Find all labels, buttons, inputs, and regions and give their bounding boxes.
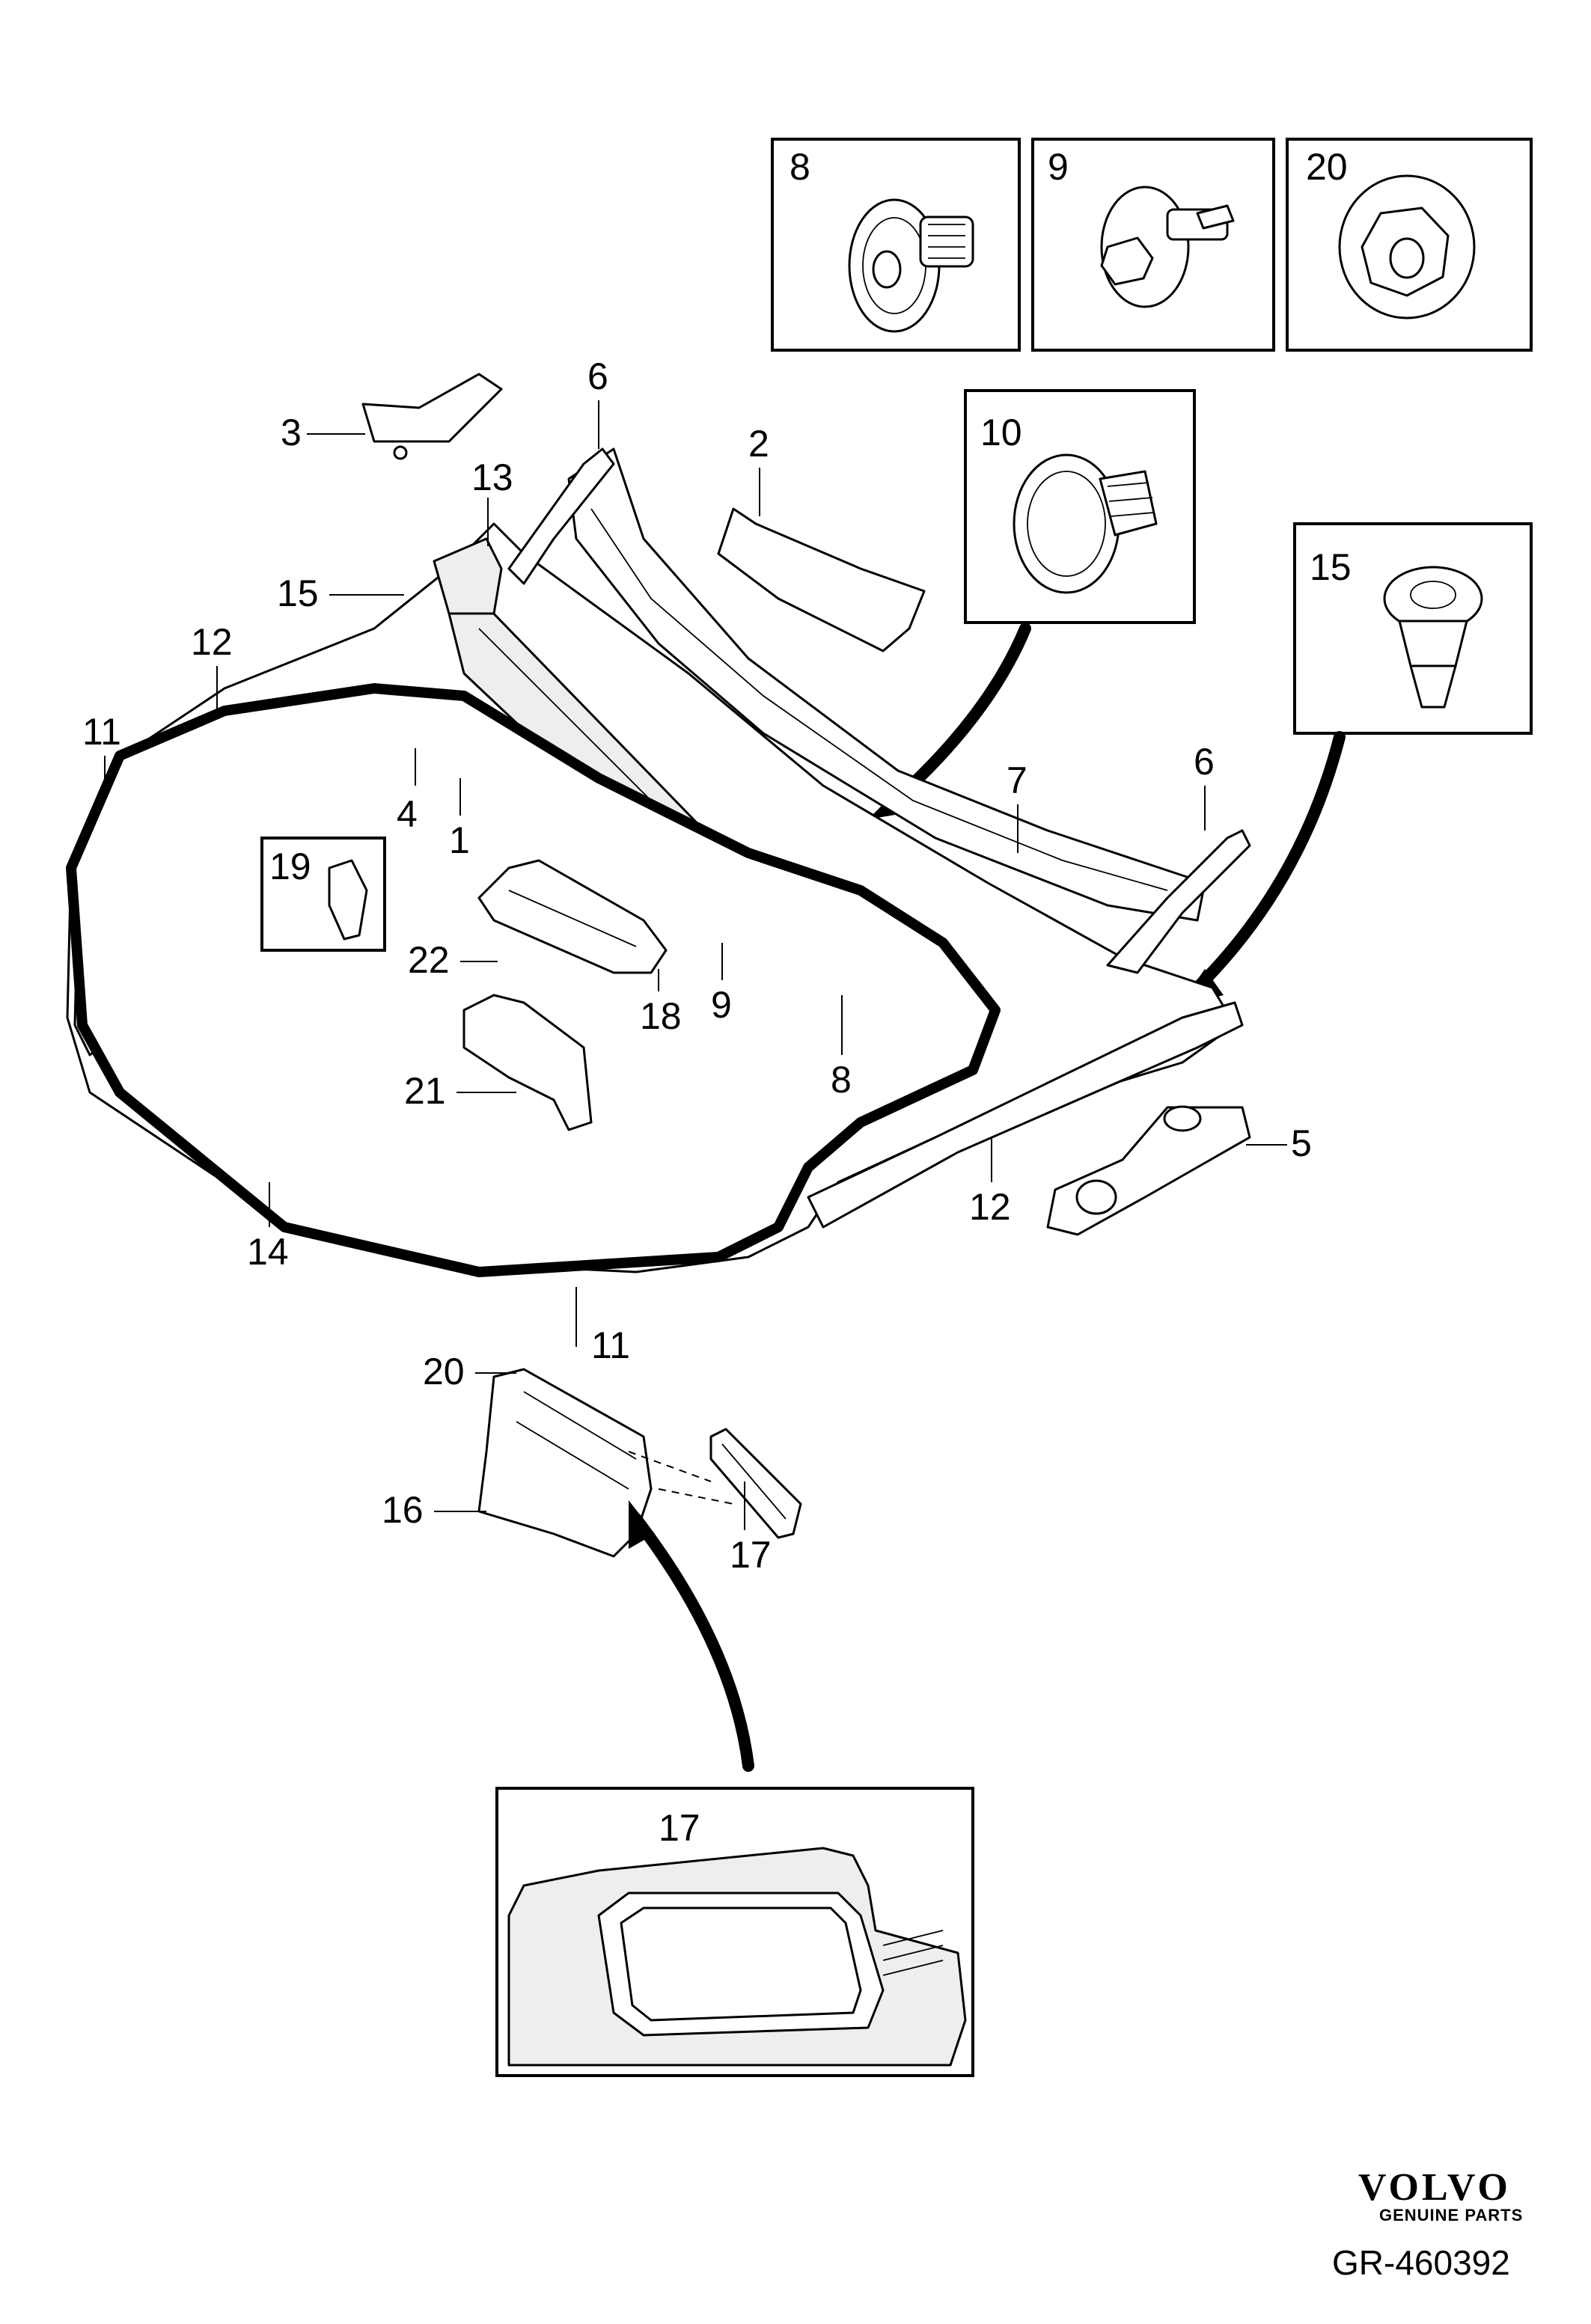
bracket-6-right	[1106, 829, 1251, 974]
dashed-line-17	[628, 1451, 734, 1505]
volvo-logo: VOLVO GENUINE PARTS	[1358, 2166, 1523, 2224]
callout-14: 14	[247, 1231, 289, 1273]
callout-17-detail: 17	[659, 1807, 700, 1849]
callout-8: 8	[831, 1059, 852, 1101]
detail-box-17: 17	[495, 1787, 974, 2077]
cover-2	[717, 507, 926, 652]
detail-box-10: 10	[964, 389, 1196, 624]
callout-17: 17	[730, 1534, 772, 1576]
callout-15-box: 15	[1310, 546, 1352, 588]
vent-18	[477, 859, 668, 974]
callout-20: 20	[423, 1351, 465, 1392]
detail-box-8: 8	[771, 138, 1021, 352]
logo-tagline: GENUINE PARTS	[1379, 2206, 1523, 2224]
callout-18: 18	[640, 995, 682, 1037]
part-13	[433, 537, 503, 615]
callout-9: 9	[711, 984, 732, 1026]
part-21	[462, 994, 593, 1131]
plug-15-icon	[1383, 566, 1483, 709]
drawing-code: GR-460392	[1332, 2243, 1510, 2282]
logo-brand: VOLVO	[1358, 2166, 1511, 2209]
gasket-17	[709, 1428, 802, 1539]
detail-box-20: 20	[1286, 138, 1533, 352]
callout-21: 21	[404, 1070, 446, 1112]
callout-10-box: 10	[980, 412, 1022, 453]
main-assembly	[66, 373, 1251, 1277]
callout-6-top: 6	[587, 355, 608, 397]
callout-19: 19	[269, 845, 311, 887]
rail-12-right	[807, 1001, 1244, 1229]
callout-20-box: 20	[1306, 146, 1348, 188]
callout-8-box: 8	[790, 146, 810, 188]
bracket-6-top	[507, 447, 615, 585]
callout-11-left: 11	[82, 711, 121, 753]
detail-box-15: 15	[1293, 522, 1533, 735]
arrowhead-17	[629, 1500, 655, 1549]
part-3	[361, 373, 503, 443]
arrow-15	[1191, 731, 1346, 994]
seal-ring-14	[66, 683, 1001, 1277]
callout-5: 5	[1291, 1122, 1312, 1164]
callout-22: 22	[408, 939, 450, 981]
clip-10-icon	[1013, 453, 1158, 594]
callout-11-bottom: 11	[591, 1324, 630, 1366]
callout-3: 3	[281, 412, 302, 453]
detail-box-19: 19	[260, 837, 386, 952]
clip-19-icon	[328, 859, 368, 941]
push-rivet-8-icon	[848, 198, 974, 333]
air-duct-16	[477, 1368, 653, 1558]
callout-16: 16	[382, 1489, 424, 1531]
callout-9-box: 9	[1048, 146, 1069, 188]
callout-6-right: 6	[1194, 741, 1215, 783]
bracket-5	[1046, 1106, 1251, 1236]
callout-4: 4	[397, 793, 418, 835]
flange-nut-20-icon	[1338, 174, 1476, 319]
bolt-9-icon	[1100, 186, 1235, 308]
callout-12-left: 12	[191, 621, 233, 663]
callout-12-right: 12	[969, 1186, 1011, 1228]
callout-2: 2	[748, 423, 769, 465]
arrow-17	[630, 1513, 754, 1772]
callout-13: 13	[471, 456, 513, 498]
callout-1: 1	[449, 819, 470, 861]
detail-box-9: 9	[1031, 138, 1275, 352]
callout-15: 15	[277, 572, 319, 614]
callout-7: 7	[1007, 759, 1027, 801]
